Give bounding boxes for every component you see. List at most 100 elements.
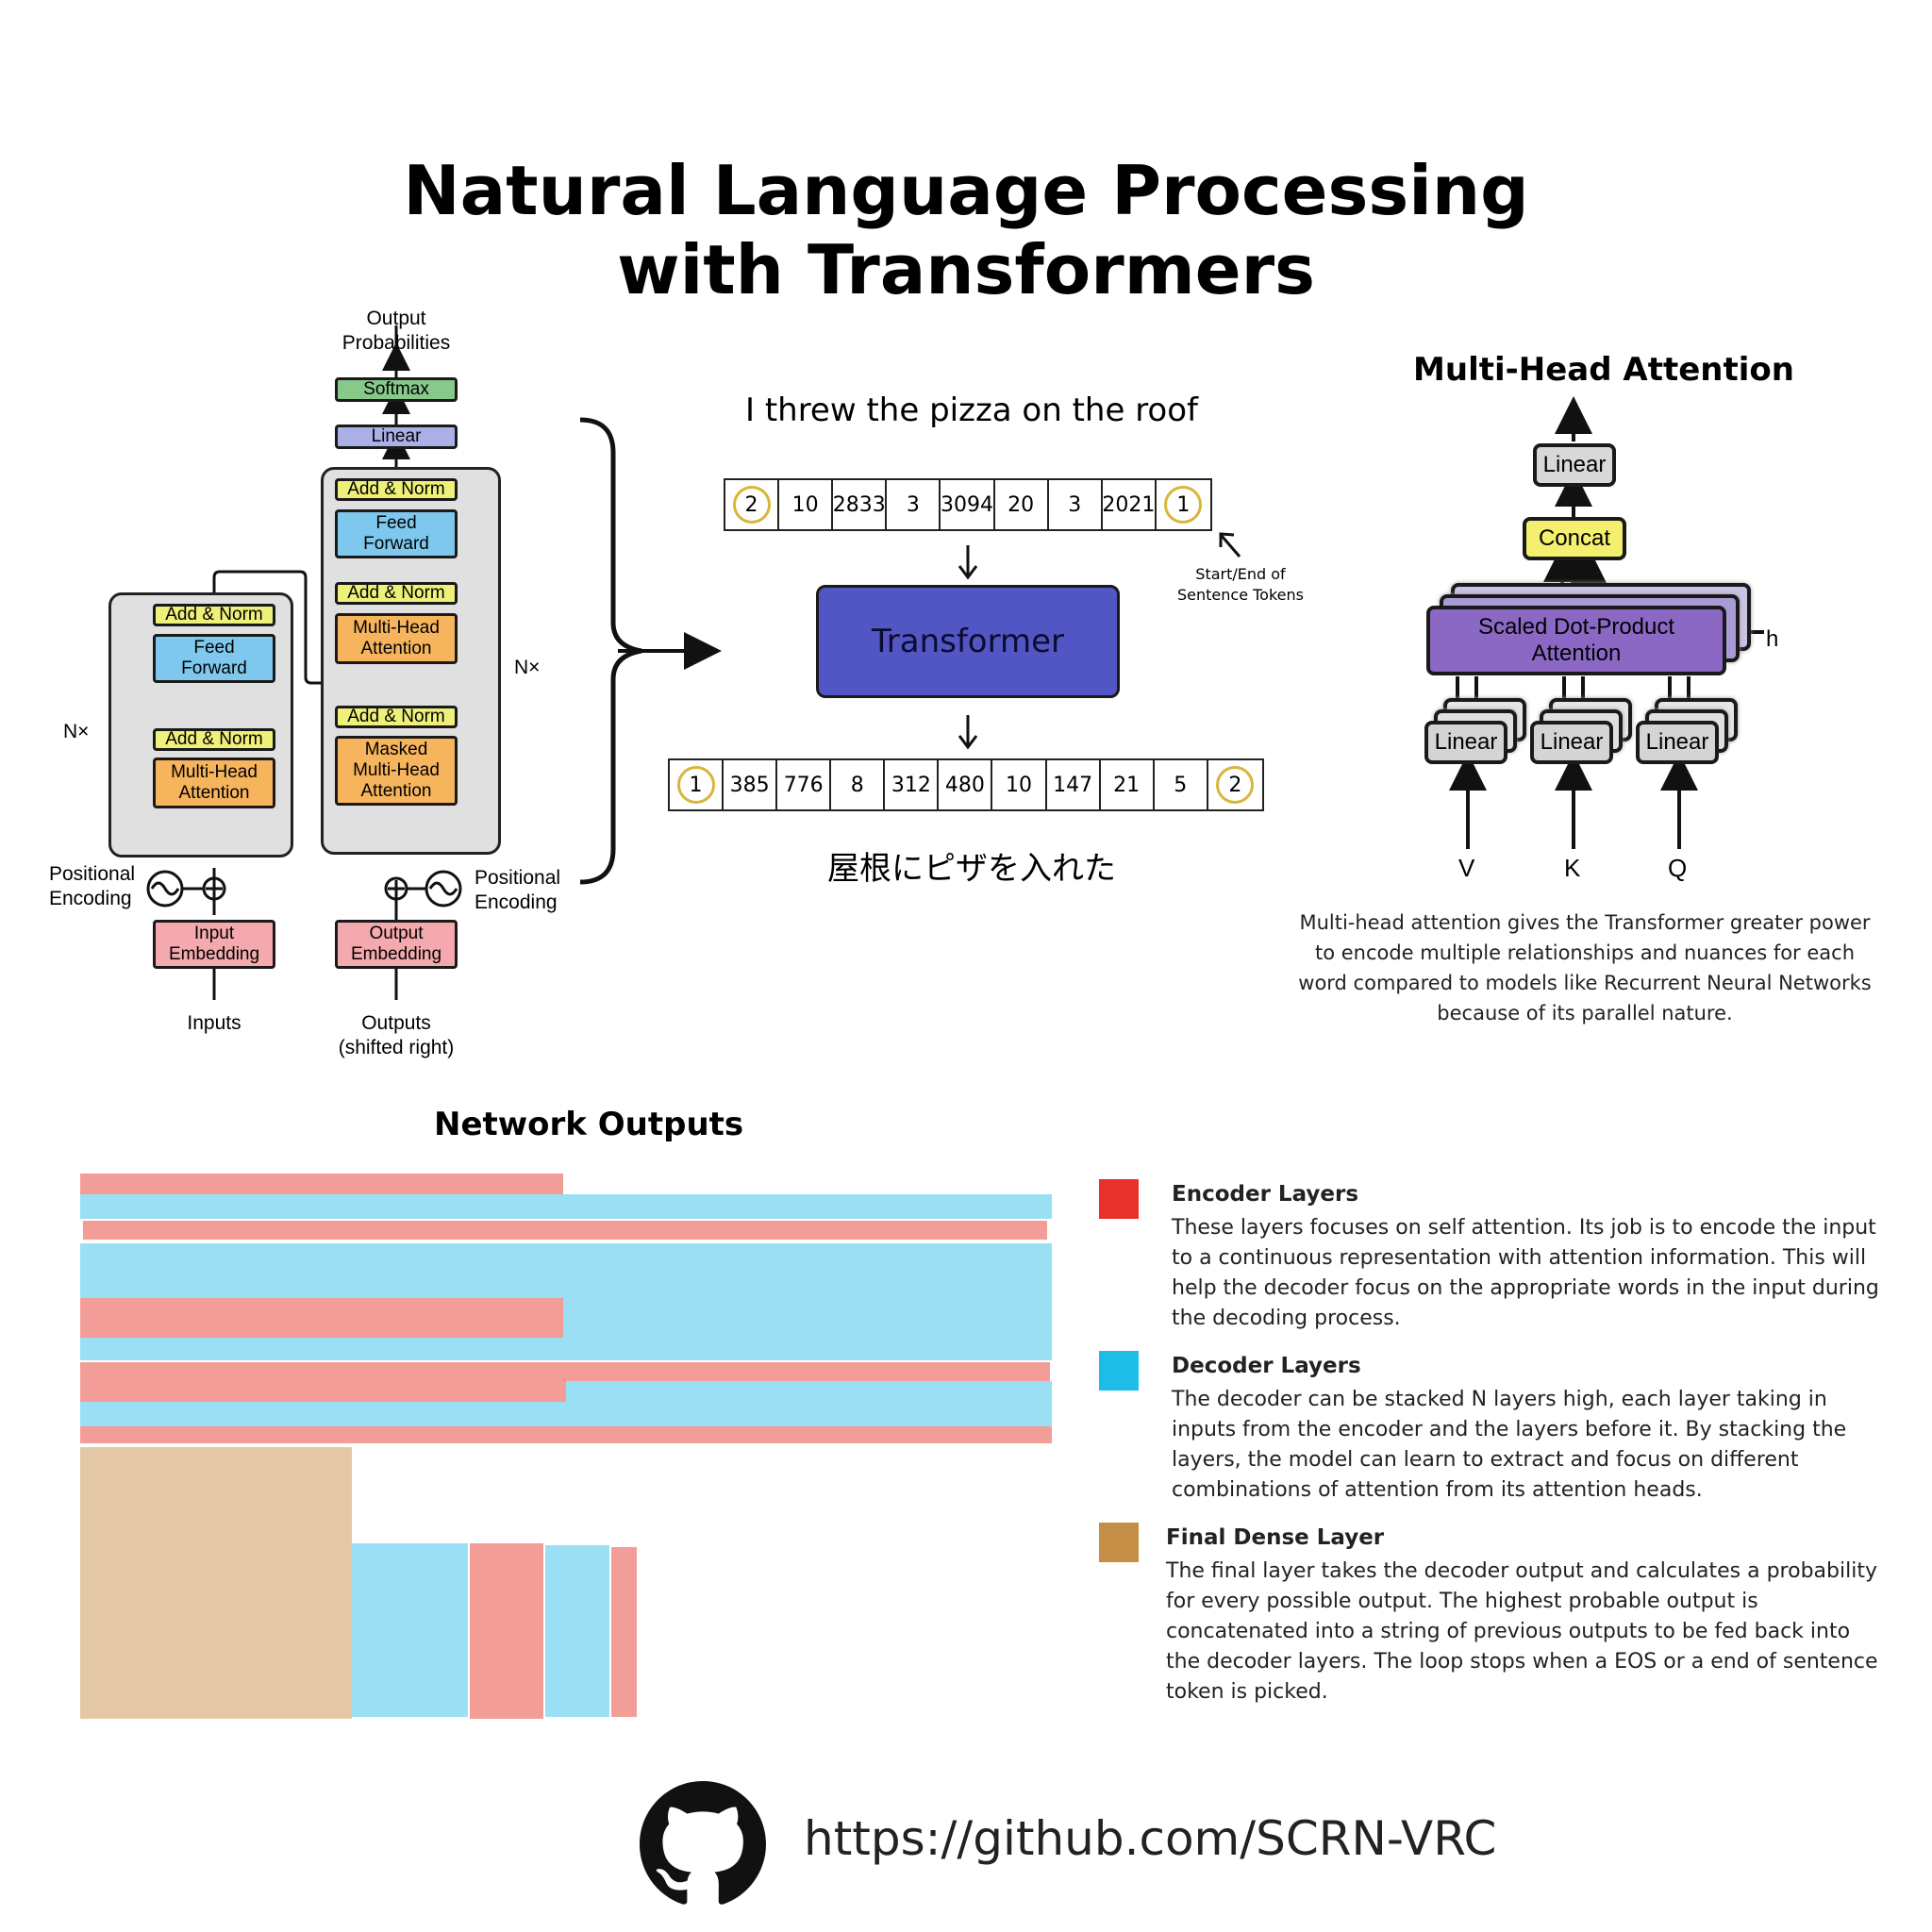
decoder-add-norm-3: Add & Norm <box>335 478 458 501</box>
decoder-add-norm-1: Add & Norm <box>335 706 458 728</box>
token-value: 2 <box>1216 766 1255 804</box>
encoder-nx-label: N× <box>63 721 90 742</box>
token: 385 <box>724 760 778 809</box>
token: 10 <box>992 760 1047 809</box>
encoder-add-norm-1: Add & Norm <box>153 728 275 751</box>
encoder-bar-5 <box>80 1381 566 1402</box>
token-value: 2833 <box>832 492 886 517</box>
token-value: 8 <box>850 773 864 797</box>
input-positional-encoding-label: Positional Encoding <box>49 863 136 909</box>
token-value: 385 <box>729 773 770 797</box>
multi-head-description: Multi-head attention gives the Transform… <box>1298 911 1872 1024</box>
decoder-legend-title: Decoder Layers <box>1172 1354 1361 1378</box>
encoder-bar-3 <box>80 1298 563 1338</box>
mh-linear-output-block: Linear <box>1533 443 1616 487</box>
output-embedding-block: Output Embedding <box>335 920 458 969</box>
token: 21 <box>1101 760 1155 809</box>
linear-block: Linear <box>335 425 458 449</box>
multi-head-heading: Multi-Head Attention <box>1413 351 1794 389</box>
token: 312 <box>885 760 940 809</box>
token: 2833 <box>832 480 888 529</box>
encoder-bar-7 <box>470 1543 543 1719</box>
decoder-bar-5 <box>352 1543 468 1717</box>
token: 3094 <box>941 480 995 529</box>
title-line-1: Natural Language Processing <box>403 151 1529 230</box>
transformer-block: Transformer <box>816 585 1120 698</box>
token: 3 <box>1049 480 1103 529</box>
decoder-bar-4 <box>566 1381 1052 1402</box>
special-token: 2 <box>725 480 780 529</box>
github-url-link[interactable]: https://github.com/SCRN-VRC <box>804 1811 1497 1866</box>
k-label: K <box>1564 854 1581 882</box>
decoder-legend-swatch <box>1099 1351 1139 1391</box>
encoder-legend-title: Encoder Layers <box>1172 1182 1359 1207</box>
token: 147 <box>1047 760 1101 809</box>
scaled-dot-product-attention-block: Scaled Dot-Product Attention <box>1426 606 1726 675</box>
input-embedding-block: Input Embedding <box>153 920 275 969</box>
token: 10 <box>779 480 834 529</box>
mh-concat-block: Concat <box>1523 517 1626 560</box>
dense-legend-text: The final layer takes the decoder output… <box>1166 1559 1878 1704</box>
encoder-bar-2 <box>83 1221 1047 1240</box>
start-end-tokens-note: Start/End of Sentence Tokens <box>1177 565 1304 604</box>
encoder-multi-head-attention: Multi-Head Attention <box>153 758 275 808</box>
encoder-bar-1 <box>80 1174 563 1194</box>
target-sentence: 屋根にピザを入れた <box>827 850 1116 888</box>
heads-h-label: h <box>1766 626 1779 652</box>
special-token: 1 <box>670 760 724 809</box>
token: 480 <box>939 760 993 809</box>
token-value: 10 <box>1006 773 1032 797</box>
encoder-feed-forward: Feed Forward <box>153 634 275 683</box>
dense-legend-swatch <box>1099 1523 1139 1562</box>
encoder-add-norm-2: Add & Norm <box>153 604 275 626</box>
q-label: Q <box>1668 854 1688 882</box>
output-positional-encoding-label: Positional Encoding <box>475 867 561 913</box>
outputs-shifted-right-label: Outputs (shifted right) <box>338 1012 455 1058</box>
token-value: 20 <box>1008 492 1035 517</box>
special-token: 1 <box>1157 480 1210 529</box>
decoder-bar-6 <box>545 1545 609 1717</box>
token-value: 21 <box>1113 773 1141 797</box>
encoder-legend-text: These layers focuses on self attention. … <box>1172 1216 1879 1330</box>
decoder-bar-3 <box>80 1402 1052 1426</box>
token-value: 776 <box>783 773 824 797</box>
network-outputs-heading: Network Outputs <box>434 1106 744 1143</box>
token-value: 3094 <box>941 492 993 517</box>
decoder-multi-head-attention: Multi-Head Attention <box>335 613 458 664</box>
dense-bar <box>80 1447 352 1719</box>
decoder-feed-forward: Feed Forward <box>335 509 458 558</box>
token-value: 3 <box>1068 492 1082 517</box>
token-value: 2 <box>732 486 771 524</box>
encoder-bar-6 <box>80 1426 1052 1443</box>
decoder-legend-text: The decoder can be stacked N layers high… <box>1172 1388 1847 1502</box>
decoder-add-norm-2: Add & Norm <box>335 582 458 605</box>
output-probabilities-label: Output Probabilities <box>341 308 451 354</box>
token: 776 <box>777 760 832 809</box>
token: 20 <box>995 480 1049 529</box>
encoder-bar-8 <box>611 1547 637 1717</box>
dense-legend-title: Final Dense Layer <box>1166 1525 1385 1550</box>
token: 2021 <box>1102 480 1157 529</box>
softmax-block: Softmax <box>335 377 458 402</box>
token-value: 10 <box>791 492 819 517</box>
decoder-bar-1 <box>80 1194 1052 1219</box>
token-value: 1 <box>1164 486 1203 524</box>
token-value: 3 <box>906 492 920 517</box>
token: 8 <box>831 760 886 809</box>
token-value: 5 <box>1174 773 1188 797</box>
inputs-label: Inputs <box>187 1012 242 1034</box>
encoder-legend-swatch <box>1099 1179 1139 1219</box>
encoder-bar-4 <box>80 1362 1050 1381</box>
decoder-nx-label: N× <box>514 657 541 678</box>
token: 3 <box>887 480 941 529</box>
token-value: 480 <box>944 773 985 797</box>
token: 5 <box>1155 760 1208 809</box>
github-icon[interactable] <box>640 1781 766 1907</box>
linear-q-block: Linear <box>1636 721 1719 764</box>
special-token: 2 <box>1208 760 1262 809</box>
v-label: V <box>1458 854 1475 882</box>
linear-k-block: Linear <box>1530 721 1613 764</box>
token-value: 1 <box>676 766 715 804</box>
